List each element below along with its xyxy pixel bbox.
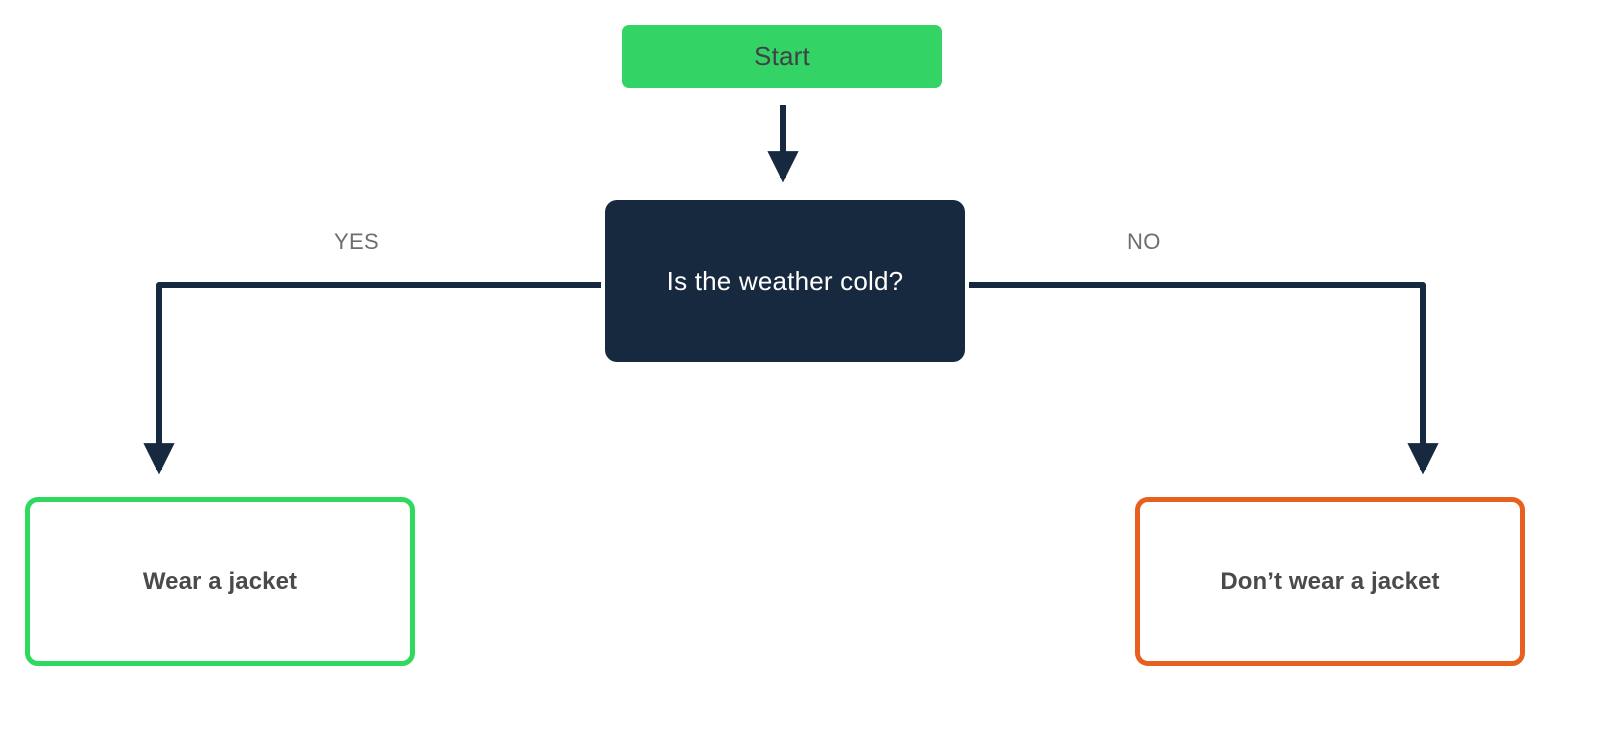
node-decision-weather-cold[interactable]: Is the weather cold? (605, 200, 965, 362)
edge-decision-to-no (969, 282, 1439, 475)
edge-label-no: NO (1127, 229, 1161, 254)
node-start[interactable]: Start (622, 25, 942, 88)
node-outcome-dont-wear-jacket[interactable]: Don’t wear a jacket (1135, 497, 1525, 666)
edge-decision-to-yes (143, 282, 601, 475)
edge-label-yes: YES (334, 229, 379, 254)
node-outcome-wear-jacket[interactable]: Wear a jacket (25, 497, 415, 666)
